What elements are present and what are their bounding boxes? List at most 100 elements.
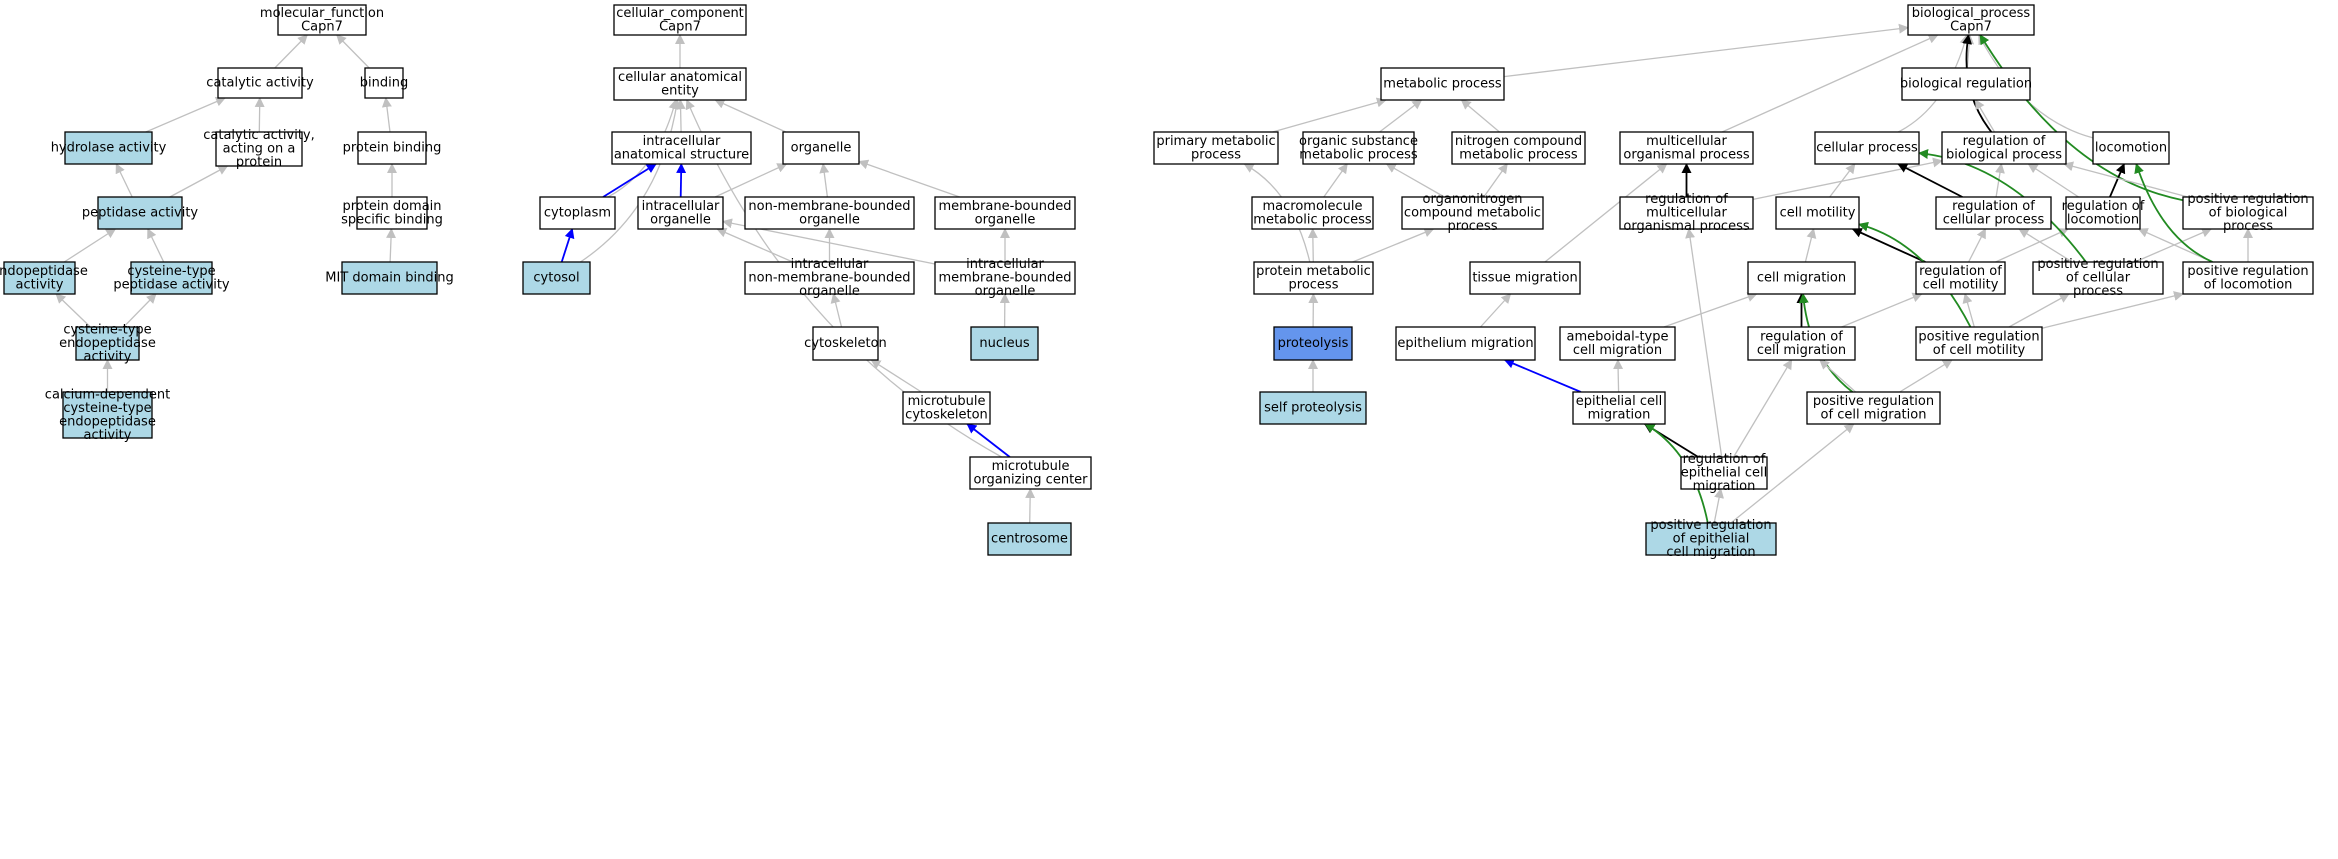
node-tissuemig[interactable]: tissue migration bbox=[1469, 261, 1581, 295]
node-cytoplasm[interactable]: cytoplasm bbox=[539, 196, 616, 230]
node-box bbox=[357, 131, 427, 165]
node-label-line: multicellular bbox=[1646, 206, 1727, 221]
edge-nitrogen-to-metabolic bbox=[1460, 99, 1500, 133]
edge-line bbox=[147, 228, 165, 263]
node-label-line: non-membrane-bounded bbox=[748, 271, 910, 286]
node-label-line: Capn7 bbox=[1950, 19, 1992, 34]
node-cytosol[interactable]: cytosol bbox=[522, 261, 591, 295]
node-peptidase[interactable]: peptidase activity bbox=[82, 196, 199, 230]
node-bioreg[interactable]: biological regulation bbox=[1900, 67, 2032, 101]
node-label-line: peptidase activity bbox=[113, 277, 230, 292]
edge-line bbox=[858, 159, 960, 198]
node-proteolysis[interactable]: proteolysis bbox=[1273, 326, 1353, 361]
node-label-line: microtubule bbox=[992, 459, 1070, 474]
node-nucleus[interactable]: nucleus bbox=[970, 326, 1039, 361]
node-centrosome[interactable]: centrosome bbox=[987, 522, 1072, 556]
node-label-line: cell motility bbox=[1780, 206, 1856, 221]
node-calcium[interactable]: calcium-dependentcysteine-typeendopeptid… bbox=[45, 387, 170, 443]
edge-posregcellmig-to-posregcellmot bbox=[1899, 359, 1953, 393]
node-label-line: cell migration bbox=[1757, 343, 1846, 358]
node-box bbox=[1380, 67, 1505, 101]
node-box bbox=[64, 131, 153, 165]
node-label-line: cytoskeleton bbox=[905, 407, 988, 422]
node-box bbox=[1251, 196, 1374, 230]
node-label-line: protein binding bbox=[343, 141, 442, 156]
node-box bbox=[2182, 261, 2314, 295]
node-cellproc[interactable]: cellular process bbox=[1814, 131, 1920, 165]
node-box bbox=[1559, 326, 1676, 361]
edge-posregbio-to-bp bbox=[1979, 34, 2184, 202]
edge-line bbox=[2134, 227, 2213, 263]
node-cellmig[interactable]: cell migration bbox=[1747, 261, 1856, 295]
node-binding[interactable]: binding bbox=[360, 67, 408, 99]
node-locomotion[interactable]: locomotion bbox=[2092, 131, 2170, 165]
node-box bbox=[1775, 196, 1860, 230]
node-catalytic[interactable]: catalytic activity bbox=[206, 67, 314, 99]
node-label-line: organelle bbox=[975, 212, 1036, 227]
node-label-line: of cell motility bbox=[1933, 343, 2026, 358]
node-box bbox=[1915, 326, 2043, 361]
node-metabolic[interactable]: metabolic process bbox=[1380, 67, 1505, 101]
node-box bbox=[1153, 131, 1279, 165]
node-cellmot[interactable]: cell motility bbox=[1775, 196, 1860, 230]
node-label-line: of biological bbox=[2209, 206, 2288, 221]
node-label-line: protein metabolic bbox=[1256, 264, 1371, 279]
edge-regbio-to-bioreg bbox=[1974, 99, 1996, 133]
node-hydrolase[interactable]: hydrolase activity bbox=[51, 131, 167, 165]
node-label-line: specific binding bbox=[341, 212, 443, 227]
node-epimig[interactable]: epithelium migration bbox=[1395, 326, 1536, 361]
node-inmbo[interactable]: intracellularnon-membrane-boundedorganel… bbox=[744, 257, 915, 299]
node-cytoskeleton[interactable]: cytoskeleton bbox=[804, 326, 887, 361]
node-box bbox=[2032, 261, 2164, 295]
edge-line bbox=[115, 163, 133, 198]
node-protein_binding[interactable]: protein binding bbox=[343, 131, 442, 165]
edge-hydrolase-to-catalytic bbox=[145, 96, 226, 133]
node-label-line: organizing center bbox=[973, 472, 1088, 487]
edge-multicell-to-bp bbox=[1721, 34, 1939, 133]
node-organelle[interactable]: organelle bbox=[782, 131, 860, 165]
node-label-line: intracellular bbox=[791, 257, 869, 272]
edge-organelle-to-cae bbox=[714, 99, 787, 133]
edge-posregloco-to-locomotion bbox=[2134, 163, 2213, 263]
node-mit[interactable]: MIT domain binding bbox=[325, 261, 454, 295]
node-selfprot[interactable]: self proteolysis bbox=[1259, 391, 1367, 425]
